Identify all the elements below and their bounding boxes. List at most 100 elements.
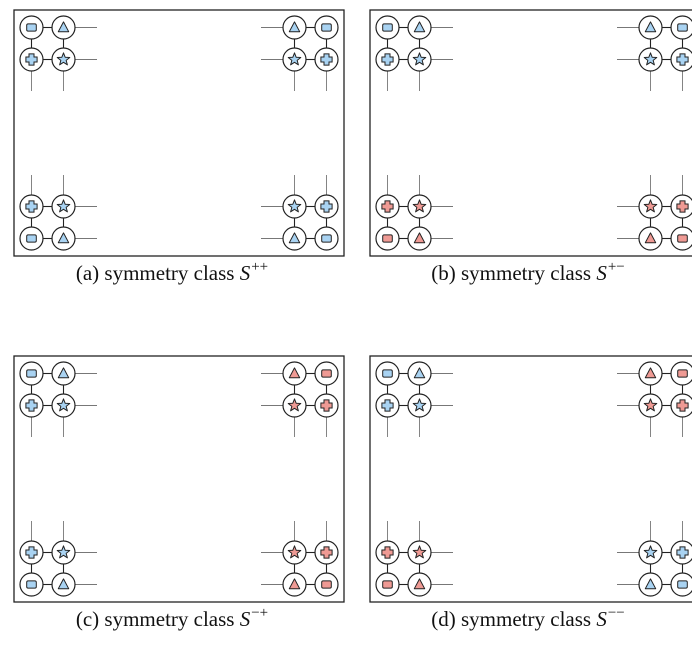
star-icon [412, 199, 427, 213]
node-triangle [407, 15, 432, 40]
corner-tl [19, 15, 97, 91]
node-triangle [282, 572, 307, 597]
square-icon [677, 23, 688, 32]
cross-icon [25, 546, 38, 559]
corner-tl [375, 15, 453, 91]
corner-br [617, 175, 692, 251]
corner-bl [19, 521, 97, 597]
cross-icon [676, 53, 689, 66]
panel-frame [369, 9, 692, 257]
star-icon [412, 52, 427, 66]
corner-bl [375, 175, 453, 251]
panel-frame [13, 9, 345, 257]
square-icon [677, 369, 688, 378]
caption-symbol: S [240, 261, 251, 285]
square-icon [26, 234, 37, 243]
node-star [638, 540, 663, 565]
node-star [282, 540, 307, 565]
node-star [638, 194, 663, 219]
cross-icon [676, 200, 689, 213]
node-star [407, 540, 432, 565]
triangle-icon [413, 367, 426, 379]
triangle-icon [57, 232, 70, 244]
cross-icon [381, 546, 394, 559]
panel-caption: (a) symmetry class S++ [76, 259, 268, 285]
corner-tl [19, 361, 97, 437]
triangle-icon [57, 367, 70, 379]
node-cross [19, 194, 44, 219]
node-square [19, 226, 44, 251]
triangle-icon [644, 367, 657, 379]
panel-d: (d) symmetry class S−− [369, 355, 692, 631]
star-icon [287, 199, 302, 213]
square-icon [321, 234, 332, 243]
node-star [51, 194, 76, 219]
node-square [19, 572, 44, 597]
cross-icon [320, 399, 333, 412]
triangle-icon [644, 232, 657, 244]
triangle-icon [57, 578, 70, 590]
node-triangle [638, 226, 663, 251]
cross-icon [320, 546, 333, 559]
cross-icon [676, 546, 689, 559]
cross-icon [25, 200, 38, 213]
corner-bl [375, 521, 453, 597]
square-icon [382, 234, 393, 243]
caption-prefix: (b) symmetry class [431, 261, 596, 285]
square-icon [321, 369, 332, 378]
node-triangle [638, 15, 663, 40]
node-triangle [407, 361, 432, 386]
corner-br [617, 521, 692, 597]
panel-caption: (b) symmetry class S+− [431, 259, 624, 285]
node-square [375, 15, 400, 40]
panel-a: (a) symmetry class S++ [13, 9, 345, 285]
cross-icon [676, 399, 689, 412]
node-triangle [51, 361, 76, 386]
node-triangle [407, 226, 432, 251]
square-icon [26, 369, 37, 378]
node-square [375, 226, 400, 251]
node-star [407, 393, 432, 418]
caption-prefix: (a) symmetry class [76, 261, 240, 285]
node-cross [314, 540, 339, 565]
node-star [638, 393, 663, 418]
node-triangle [638, 572, 663, 597]
node-square [670, 572, 692, 597]
panel-b: (b) symmetry class S+− [369, 9, 692, 285]
triangle-icon [644, 21, 657, 33]
node-triangle [638, 361, 663, 386]
node-square [314, 572, 339, 597]
star-icon [643, 199, 658, 213]
node-cross [314, 47, 339, 72]
node-triangle [51, 572, 76, 597]
node-star [282, 47, 307, 72]
star-icon [287, 398, 302, 412]
star-icon [56, 398, 71, 412]
panel-c: (c) symmetry class S−+ [13, 355, 345, 631]
triangle-icon [644, 578, 657, 590]
caption-superscript: +− [608, 259, 625, 275]
node-cross [375, 540, 400, 565]
triangle-icon [288, 21, 301, 33]
corner-tr [617, 15, 692, 91]
node-cross [375, 47, 400, 72]
star-icon [643, 398, 658, 412]
cross-icon [320, 53, 333, 66]
node-cross [19, 393, 44, 418]
star-icon [643, 545, 658, 559]
node-triangle [282, 361, 307, 386]
node-square [19, 15, 44, 40]
star-icon [56, 199, 71, 213]
corner-bl [19, 175, 97, 251]
triangle-icon [288, 578, 301, 590]
node-cross [375, 393, 400, 418]
node-square [670, 226, 692, 251]
square-icon [382, 369, 393, 378]
square-icon [677, 234, 688, 243]
corner-br [261, 175, 339, 251]
star-icon [412, 398, 427, 412]
node-star [282, 194, 307, 219]
star-icon [56, 52, 71, 66]
node-square [19, 361, 44, 386]
node-cross [670, 194, 692, 219]
